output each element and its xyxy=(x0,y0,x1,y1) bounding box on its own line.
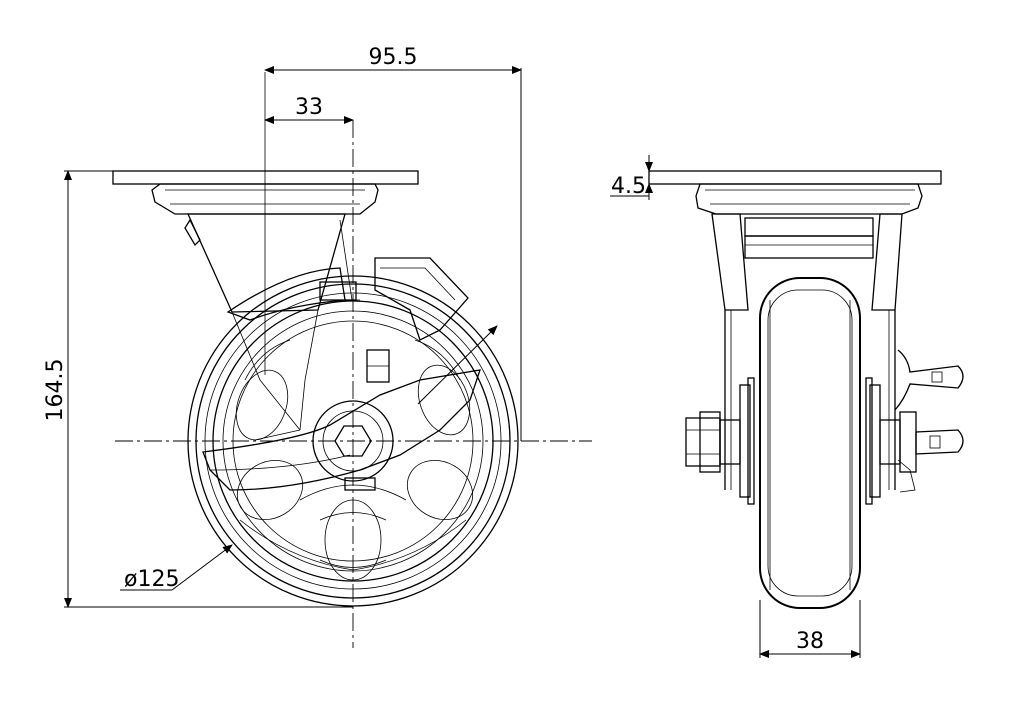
dim-plate-thickness: 4.5 xyxy=(610,155,653,200)
dim-wheel-width-label: 38 xyxy=(796,629,824,654)
dim-wheel-diameter: ø125 xyxy=(120,325,498,592)
front-fork xyxy=(711,213,903,490)
dim-offset-label: 33 xyxy=(295,95,323,120)
dim-offset: 33 xyxy=(264,95,354,124)
dim-wheel-diameter-label: ø125 xyxy=(124,567,179,592)
axle-hub xyxy=(685,377,917,505)
dim-plate-thickness-label: 4.5 xyxy=(611,174,646,199)
front-top-plate xyxy=(648,170,942,215)
dim-wheel-width: 38 xyxy=(759,600,861,658)
dim-height: 164.5 xyxy=(43,170,353,608)
dim-overall-width: 95.5 xyxy=(264,45,522,441)
front-wheel xyxy=(759,277,861,609)
side-wheel xyxy=(187,275,519,607)
side-view xyxy=(112,72,592,648)
top-plate xyxy=(112,170,419,215)
brake-assembly xyxy=(202,257,481,491)
front-view xyxy=(648,170,964,609)
dim-overall-width-label: 95.5 xyxy=(369,45,418,70)
dim-height-label: 164.5 xyxy=(43,359,68,422)
brake-lever xyxy=(894,349,964,493)
